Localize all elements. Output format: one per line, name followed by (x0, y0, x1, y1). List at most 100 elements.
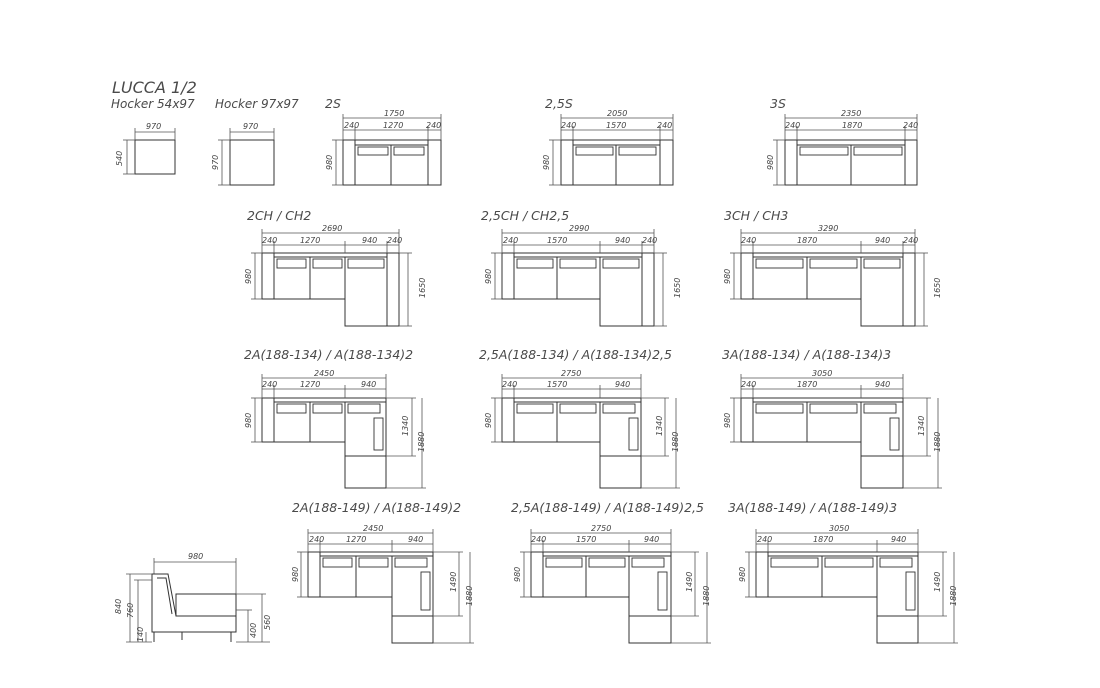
sofa-2-5a-149-depth: 980 (513, 567, 522, 582)
sofa-3a-134-drawing: 3A(188-134) / A(188-134)3 3050 240 1870 … (722, 347, 942, 489)
sheet-title: LUCCA 1/2 (112, 78, 197, 97)
sofa-2s-arm-right: 240 (426, 121, 441, 130)
side-view-drawing: 980 840 760 140 400 560 (114, 552, 272, 643)
sofa-2ch-arm-left: 240 (262, 236, 277, 245)
sofa-2ch-arm-right: 240 (387, 236, 402, 245)
sofa-3s-arm-right: 240 (903, 121, 918, 130)
sofa-3a-149-corner: 940 (891, 535, 906, 544)
sofa-2-5s-depth: 980 (542, 155, 551, 170)
sofa-2ch-seat: 1270 (300, 236, 320, 245)
sofa-2s-depth: 980 (325, 155, 334, 170)
sofa-3ch-drawing: 3CH / CH3 3290 240 1870 940 240 980 1650 (723, 208, 942, 327)
sofa-2a-134-outer: 1880 (417, 432, 426, 452)
hocker-54x97-drawing: Hocker 54x97 970 540 (111, 97, 195, 175)
sofa-2-5a-134-corner: 940 (615, 380, 630, 389)
sofa-3a-134-arm: 240 (741, 380, 756, 389)
sofa-2a-134-corner: 940 (361, 380, 376, 389)
sofa-3ch-chaise: 940 (875, 236, 890, 245)
sofa-2a-149-seat: 1270 (346, 535, 366, 544)
sofa-2a-134-label: 2A(188-134) / A(188-134)2 (244, 347, 413, 362)
sofa-3ch-depth: 980 (723, 269, 732, 284)
sofa-2-5a-134-label: 2,5A(188-134) / A(188-134)2,5 (479, 347, 672, 362)
sofa-3ch-total: 3290 (818, 224, 838, 233)
sofa-2-5a-149-corner: 940 (644, 535, 659, 544)
sofa-2a-149-inner: 1490 (449, 572, 458, 592)
sofa-2-5a-149-arm: 240 (531, 535, 546, 544)
sofa-2a-149-arm: 240 (309, 535, 324, 544)
hocker-small-width: 970 (146, 122, 161, 131)
sofa-3a-149-inner: 1490 (933, 572, 942, 592)
sofa-2ch-chaise: 940 (362, 236, 377, 245)
sofa-3a-149-depth: 980 (738, 567, 747, 582)
sofa-2a-149-corner: 940 (408, 535, 423, 544)
sofa-2a-149-total: 2450 (363, 524, 383, 533)
sofa-2-5a-134-depth: 980 (484, 413, 493, 428)
sofa-2s-arm-left: 240 (344, 121, 359, 130)
sofa-2a-134-depth: 980 (244, 413, 253, 428)
sofa-2-5ch-arm-right: 240 (642, 236, 657, 245)
sofa-2-5a-149-seat: 1570 (576, 535, 596, 544)
sofa-2-5a-134-drawing: 2,5A(188-134) / A(188-134)2,5 2750 240 1… (479, 347, 680, 489)
sofa-2-5ch-seat: 1570 (547, 236, 567, 245)
sofa-2-5a-134-arm: 240 (502, 380, 517, 389)
sofa-2s-seat: 1270 (383, 121, 403, 130)
sofa-2a-134-seat: 1270 (300, 380, 320, 389)
hocker-large-depth: 970 (211, 155, 220, 170)
sofa-2-5a-134-total: 2750 (561, 369, 581, 378)
sofa-2-5a-149-total: 2750 (591, 524, 611, 533)
sofa-2-5ch-total: 2990 (569, 224, 589, 233)
sofa-2-5a-134-inner: 1340 (655, 416, 664, 436)
sofa-3ch-arm-right: 240 (903, 236, 918, 245)
sofa-3a-134-outer: 1880 (933, 432, 942, 452)
sofa-3a-134-corner: 940 (875, 380, 890, 389)
sofa-2ch-total: 2690 (322, 224, 342, 233)
sofa-2a-149-drawing: 2A(188-149) / A(188-149)2 2450 240 1270 … (291, 500, 474, 644)
sofa-2ch-drawing: 2CH / CH2 2690 240 1270 940 240 980 1650 (244, 208, 427, 327)
sofa-2-5s-total: 2050 (607, 109, 627, 118)
side-view-depth: 980 (188, 552, 203, 561)
sofa-3ch-seat: 1870 (797, 236, 817, 245)
sofa-2-5s-arm-right: 240 (657, 121, 672, 130)
sofa-2ch-depth: 980 (244, 269, 253, 284)
sofa-3a-134-total: 3050 (812, 369, 832, 378)
sofa-2ch-label: 2CH / CH2 (247, 208, 311, 223)
sofa-2-5ch-chaise: 940 (615, 236, 630, 245)
side-view-arm-height: 560 (263, 615, 272, 630)
sofa-2-5s-seat: 1570 (606, 121, 626, 130)
sofa-2-5s-arm-left: 240 (561, 121, 576, 130)
sofa-2-5ch-drawing: 2,5CH / CH2,5 2990 240 1570 940 240 980 … (481, 208, 682, 327)
sofa-2-5a-149-drawing: 2,5A(188-149) / A(188-149)2,5 2750 240 1… (511, 500, 711, 644)
sofa-3a-134-seat: 1870 (797, 380, 817, 389)
hocker-large-label: Hocker 97x97 (215, 97, 299, 111)
sofa-2-5a-149-outer: 1880 (702, 586, 711, 606)
sofa-2a-134-arm: 240 (262, 380, 277, 389)
sofa-3ch-label: 3CH / CH3 (724, 208, 788, 223)
sofa-3s-label: 3S (770, 96, 786, 111)
sofa-3a-149-drawing: 3A(188-149) / A(188-149)3 3050 240 1870 … (728, 500, 958, 644)
sofa-2-5a-149-label: 2,5A(188-149) / A(188-149)2,5 (511, 500, 704, 515)
side-view-leg-height: 140 (136, 627, 145, 642)
sofa-2-5a-134-seat: 1570 (547, 380, 567, 389)
sofa-2a-134-inner: 1340 (401, 416, 410, 436)
sofa-2-5s-label: 2,5S (545, 96, 573, 111)
side-view-seat-height: 400 (249, 623, 258, 638)
hocker-large-width: 970 (243, 122, 258, 131)
sofa-3ch-long: 1650 (933, 278, 942, 298)
sofa-2s-label: 2S (325, 96, 341, 111)
sofa-3s-arm-left: 240 (785, 121, 800, 130)
hocker-97x97-drawing: Hocker 97x97 970 970 (211, 97, 299, 186)
sofa-2s-drawing: 2S 1750 240 1270 240 980 (325, 96, 442, 186)
sofa-3a-149-arm: 240 (757, 535, 772, 544)
sofa-2-5ch-depth: 980 (484, 269, 493, 284)
sofa-3s-total: 2350 (841, 109, 861, 118)
sofa-3s-depth: 980 (766, 155, 775, 170)
sofa-3a-134-label: 3A(188-134) / A(188-134)3 (722, 347, 891, 362)
sofa-2-5a-134-outer: 1880 (671, 432, 680, 452)
sofa-2s-total: 1750 (384, 109, 404, 118)
hocker-small-label: Hocker 54x97 (111, 97, 195, 111)
sofa-3a-149-label: 3A(188-149) / A(188-149)3 (728, 500, 897, 515)
side-view-back-height: 760 (126, 603, 135, 618)
sofa-3a-134-depth: 980 (723, 413, 732, 428)
sofa-2-5ch-label: 2,5CH / CH2,5 (481, 208, 569, 223)
